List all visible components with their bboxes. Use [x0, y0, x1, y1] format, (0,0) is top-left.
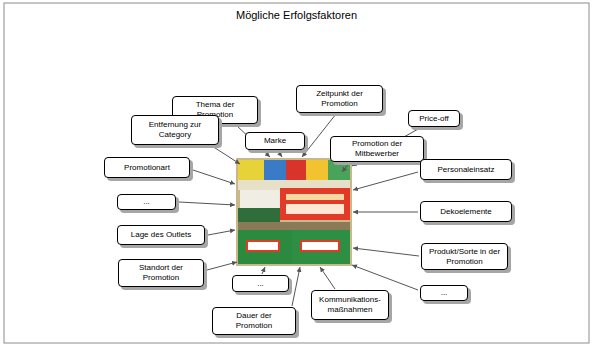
factor-box: Dekoelemente	[420, 201, 512, 222]
factor-label: Dekoelemente	[440, 207, 492, 217]
factor-box: Promotion der Mitbewerber	[330, 136, 424, 162]
factor-box: Produkt/Sorte in der Promotion	[421, 243, 508, 270]
factor-label: ...	[143, 197, 150, 207]
display-photo	[236, 158, 352, 266]
factor-label: Lage des Outlets	[131, 230, 191, 240]
factor-label: Price-off	[419, 114, 449, 124]
factor-label: Dauer der Promotion	[217, 311, 291, 330]
factor-box: Price-off	[408, 110, 460, 127]
factor-box: Personaleinsatz	[420, 159, 512, 180]
factor-box: Marke	[245, 132, 305, 150]
factor-box: ...	[117, 194, 176, 210]
slide-frame	[4, 3, 589, 343]
factor-box: Entfernung zur Category	[131, 115, 219, 145]
factor-box: Lage des Outlets	[117, 225, 205, 245]
factor-label: Standort der Promotion	[123, 263, 199, 282]
factor-label: Kommunikations- maßnahmen	[316, 295, 384, 314]
factor-box: Promotionart	[104, 157, 190, 178]
factor-label: ...	[441, 288, 448, 298]
factor-label: Zeitpunkt der Promotion	[301, 89, 378, 108]
factor-label: ...	[257, 279, 264, 289]
factor-box: Kommunikations- maßnahmen	[311, 290, 389, 320]
factor-label: Promotionart	[124, 163, 170, 173]
factor-box: ...	[232, 275, 289, 292]
factor-label: Personaleinsatz	[438, 165, 495, 175]
slide-title: Mögliche Erfolgsfaktoren	[0, 9, 593, 21]
factor-box: ...	[420, 285, 468, 301]
factor-label: Produkt/Sorte in der Promotion	[426, 247, 503, 266]
factor-box: Zeitpunkt der Promotion	[296, 85, 383, 113]
factor-box: Dauer der Promotion	[212, 307, 296, 335]
factor-label: Entfernung zur Category	[136, 120, 214, 139]
factor-label: Promotion der Mitbewerber	[335, 139, 419, 158]
factor-label: Marke	[264, 136, 286, 146]
factor-box: Standort der Promotion	[118, 259, 204, 287]
